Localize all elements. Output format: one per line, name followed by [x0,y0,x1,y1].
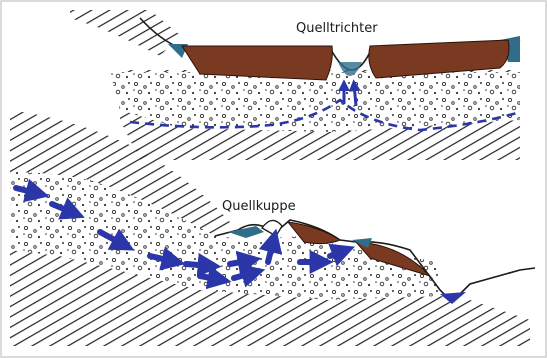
flow-arrow-6 [200,276,222,280]
top-aquifer [110,72,520,132]
flow-arrow-5 [186,264,212,266]
top-rock-band-left [70,10,180,56]
label-quelltrichter: Quelltrichter [296,21,378,36]
flow-arrow-7 [230,260,252,264]
top-upflow-arrow-2 [354,84,356,106]
label-quellkuppe: Quellkuppe [222,199,296,214]
top-panel: Quelltrichter [70,10,520,160]
bottom-spring-dome [262,220,282,236]
